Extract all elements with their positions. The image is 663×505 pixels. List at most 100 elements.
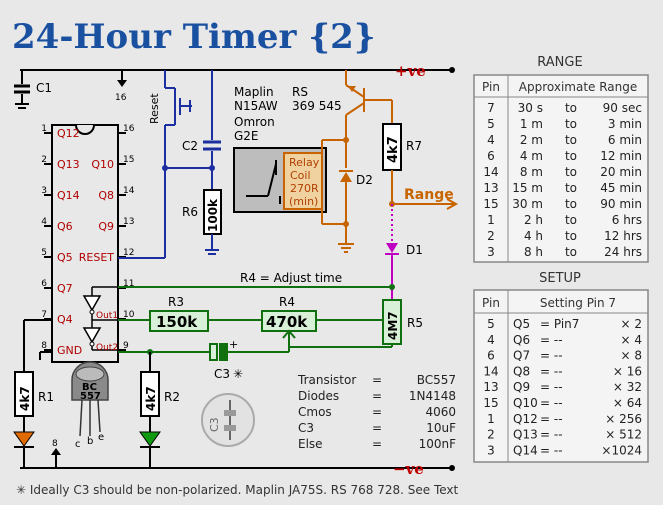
chip-pin-name: Q12	[57, 127, 80, 140]
setup-row-setting: = --	[540, 333, 563, 347]
r2-value: 4k7	[144, 386, 158, 411]
r6-label: R6	[182, 205, 198, 219]
chip-pin-number: 6	[41, 279, 47, 289]
chip-pin-number: 9	[123, 341, 129, 351]
range-row-to: to	[565, 213, 577, 227]
chip-pin-number: 7	[41, 310, 47, 320]
relay-coil-line-2: Coil	[290, 169, 311, 182]
setup-row-multiplier: × 64	[613, 396, 642, 410]
chip-pin-number: 5	[41, 248, 47, 258]
chip-pin-number: 4	[41, 217, 47, 227]
setup-row-setting: = --	[540, 364, 563, 378]
range-row-until: 6 min	[608, 133, 642, 147]
setup-row-multiplier: × 2	[620, 317, 642, 331]
range-arrow-label: Range	[404, 187, 454, 203]
chip-pin-name: Q4	[57, 313, 73, 326]
setup-row-pin: 6	[487, 349, 495, 363]
range-row-until: 24 hrs	[604, 245, 642, 259]
r7-label: R7	[406, 139, 422, 153]
relay-coil-line-4: (min)	[289, 195, 318, 208]
pin-e-label: e	[98, 432, 104, 443]
r7-value: 4k7	[386, 136, 401, 163]
c2-label: C2	[182, 139, 198, 153]
range-row-until: 90 sec	[603, 101, 642, 115]
range-row-to: to	[565, 101, 577, 115]
r4-label: R4	[279, 295, 295, 309]
chip-pin-number: 13	[123, 217, 134, 227]
setup-row-output: Q13	[513, 428, 538, 442]
node-16-label: 16	[115, 93, 127, 103]
range-row-pin: 3	[487, 245, 495, 259]
range-row-pin: 2	[487, 229, 495, 243]
setup-row-multiplier: × 32	[613, 380, 642, 394]
setup-row-pin: 14	[483, 364, 498, 378]
reset-network: Reset C2 100k R6	[118, 70, 222, 259]
setup-row-multiplier: ×1024	[601, 443, 642, 457]
setup-row-setting: = --	[540, 349, 563, 363]
range-row-to: to	[565, 181, 577, 195]
chip-pin-number: 2	[41, 155, 47, 165]
range-row-pin: 14	[483, 165, 498, 179]
range-header-range: Approximate Range	[519, 80, 638, 94]
range-row-from: 30 m	[512, 197, 543, 211]
parts-list-name: Diodes	[298, 389, 339, 403]
chip-pin-name: RESET	[79, 251, 115, 264]
r4-note: R4 = Adjust time	[240, 271, 342, 285]
range-row-until: 45 min	[600, 181, 642, 195]
range-row-pin: 15	[483, 197, 498, 211]
chip-pin-number: 16	[123, 124, 135, 134]
setup-row-output: Q14	[513, 443, 538, 457]
range-row-pin: 7	[487, 101, 495, 115]
out1-label: Out1	[96, 311, 118, 321]
setup-header-setting: Setting Pin 7	[540, 296, 616, 310]
setup-row-setting: = Pin7	[540, 317, 579, 331]
range-row-to: to	[565, 245, 577, 259]
chip-pin-number: 1	[41, 124, 47, 134]
supplier-rs: RS	[292, 85, 308, 99]
range-row-until: 3 min	[608, 117, 642, 131]
chip-pin-name: Q5	[57, 251, 73, 264]
parts-list-name: Else	[298, 437, 323, 451]
r1-label: R1	[38, 390, 54, 404]
chip-pin-number: 14	[123, 186, 135, 196]
parts-list-value: 100nF	[419, 437, 457, 451]
timing-resistors: 150k R3 470k R4	[118, 295, 393, 348]
parts-list-name: C3	[298, 421, 314, 435]
led-orange-stage: 4k7 R1	[13, 319, 54, 468]
parts-list-value: 10uF	[426, 421, 456, 435]
range-row-from: 15 m	[512, 181, 543, 195]
range-row-from: 1 m	[520, 117, 543, 131]
r5-value: 4M7	[386, 311, 400, 340]
reset-label: Reset	[148, 93, 161, 124]
setup-row-setting: = --	[540, 428, 563, 442]
chip-pin-number: 12	[123, 248, 134, 258]
range-row-pin: 1	[487, 213, 495, 227]
setup-row-pin: 1	[487, 412, 495, 426]
output-stage: D2 4k7 R7 Range	[321, 70, 459, 253]
parts-list-name: Cmos	[298, 405, 332, 419]
chip-pin-name: GND	[57, 344, 82, 357]
setup-row-pin: 13	[483, 380, 498, 394]
chip-pin-number: 15	[123, 155, 134, 165]
range-row-until: 12 min	[600, 149, 642, 163]
chip-pin-name: Q7	[57, 282, 73, 295]
r4-value: 470k	[266, 313, 308, 331]
range-row-until: 90 min	[600, 197, 642, 211]
setup-row-output: Q12	[513, 412, 538, 426]
range-row-to: to	[565, 133, 577, 147]
parts-list-equals: =	[372, 421, 382, 435]
parts-list-value: 4060	[425, 405, 456, 419]
setup-row-multiplier: × 4	[620, 333, 642, 347]
setup-row-output: Q5	[513, 317, 530, 331]
chip-pin-name: Q10	[91, 158, 114, 171]
r2-label: R2	[164, 390, 180, 404]
range-row-from: 8 h	[524, 245, 543, 259]
setup-row-output: Q9	[513, 380, 530, 394]
footnote: ✳ Ideally C3 should be non-polarized. Ma…	[16, 483, 459, 497]
relay-model: G2E	[234, 129, 259, 143]
setup-row-pin: 5	[487, 317, 495, 331]
page-title: 24-Hour Timer {2}	[12, 17, 376, 57]
